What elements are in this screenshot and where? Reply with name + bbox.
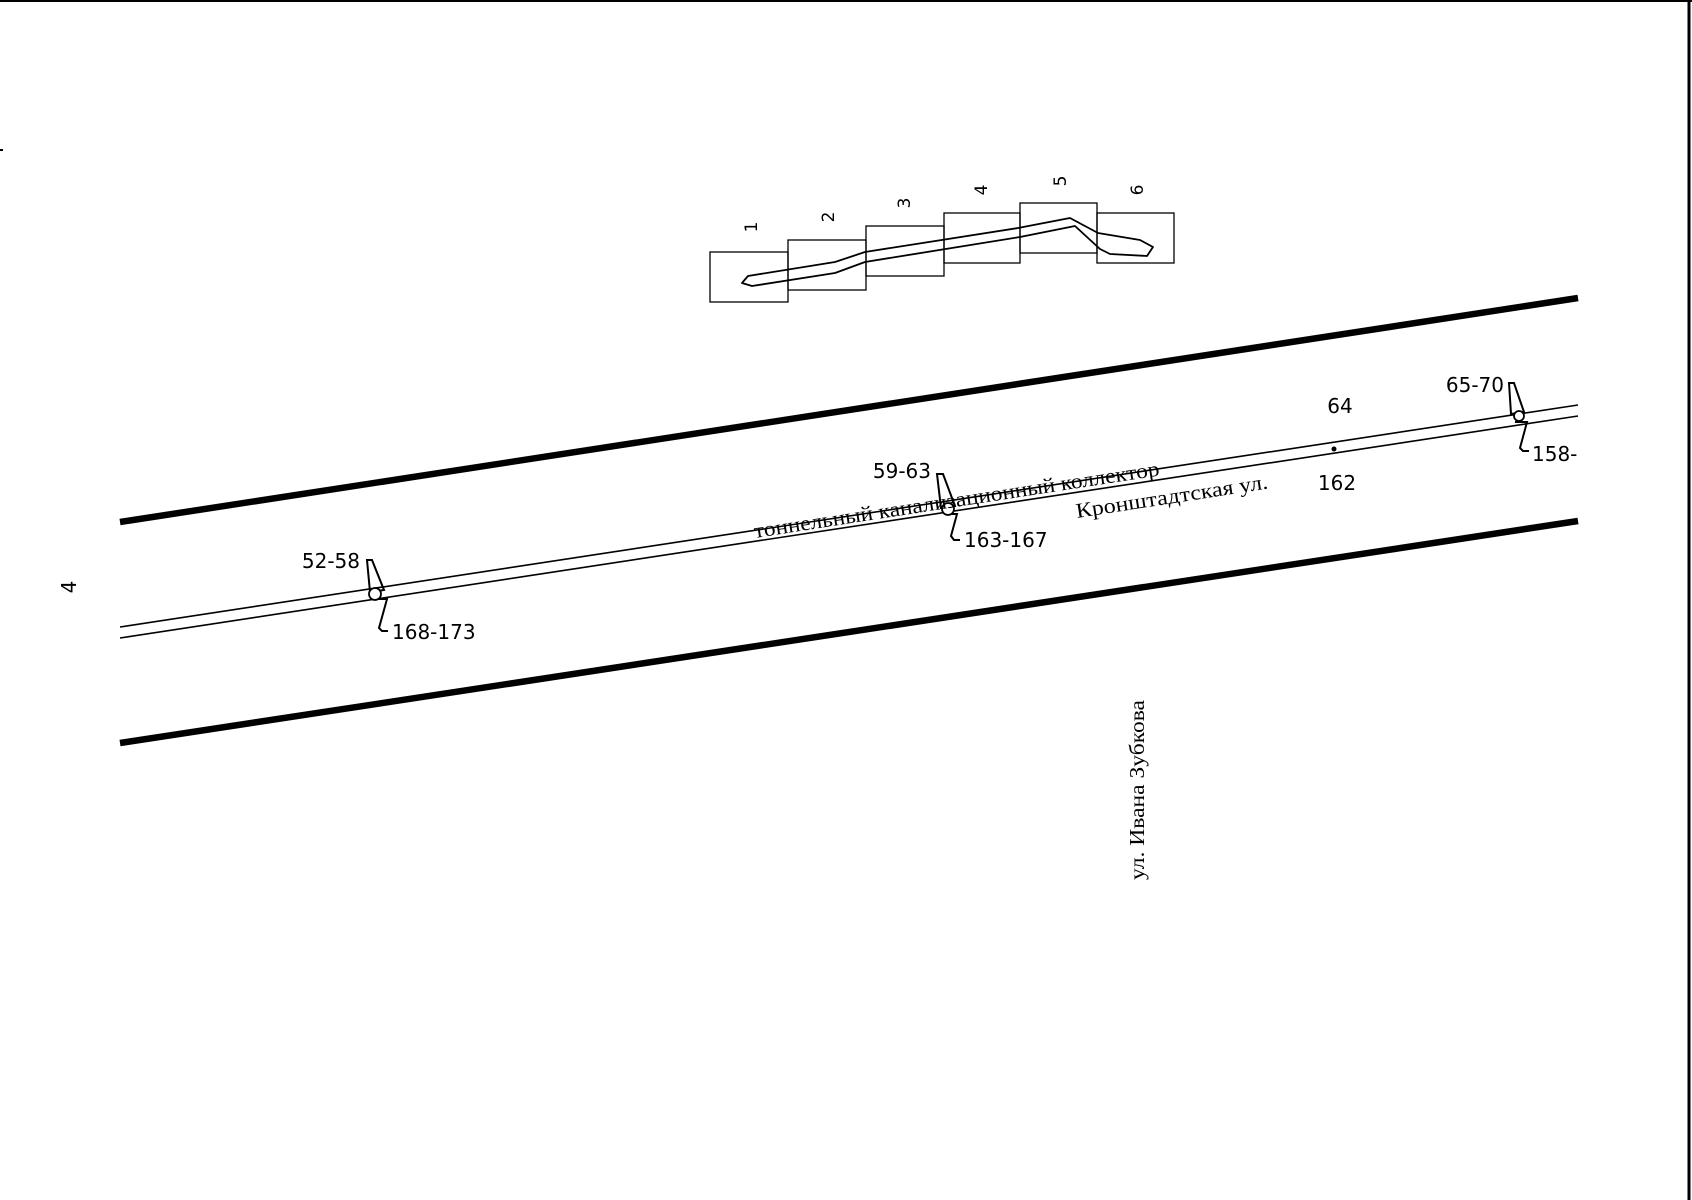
index-sheet-5 — [1019, 202, 1098, 254]
collector-line-upper — [119, 404, 1579, 628]
well-top-label: 65-70 — [1446, 373, 1504, 397]
index-sheet-label-1: 1 — [742, 222, 762, 233]
index-sheet-label-2: 2 — [819, 212, 839, 223]
index-sheet-label-5: 5 — [1051, 176, 1071, 187]
cross-street-label: ул. Ивана Зубкова — [1125, 699, 1149, 880]
well-point — [1331, 446, 1337, 452]
page-number: 4 — [57, 581, 81, 594]
well-bottom-label: 162 — [1318, 471, 1356, 495]
well-marker — [1507, 382, 1529, 452]
well-bottom-label: 163-167 — [964, 528, 1048, 552]
index-sheet-label-6: 6 — [1128, 185, 1148, 196]
well-top-label: 59-63 — [873, 459, 931, 483]
collector-line-lower — [119, 415, 1579, 639]
street-boundary-south — [119, 517, 1579, 747]
well-marker — [365, 559, 389, 632]
manhole-icon — [368, 587, 382, 601]
well-marker — [935, 473, 960, 541]
well-bottom-label: 168-173 — [392, 620, 476, 644]
well-top-label: 52-58 — [302, 549, 360, 573]
well-top-label: 64 — [1327, 394, 1352, 418]
index-route-outline — [741, 217, 1154, 287]
index-sheet-label-4: 4 — [972, 185, 992, 196]
index-sheet-1 — [709, 251, 789, 303]
manhole-icon — [1513, 410, 1525, 422]
index-map: 1 2 3 4 5 6 — [709, 176, 1175, 303]
street-boundary-north — [119, 294, 1579, 526]
index-sheet-6 — [1096, 212, 1175, 264]
well-bottom-label: 158- — [1532, 442, 1577, 466]
manhole-icon — [941, 502, 955, 516]
index-sheet-label-3: 3 — [895, 198, 915, 209]
